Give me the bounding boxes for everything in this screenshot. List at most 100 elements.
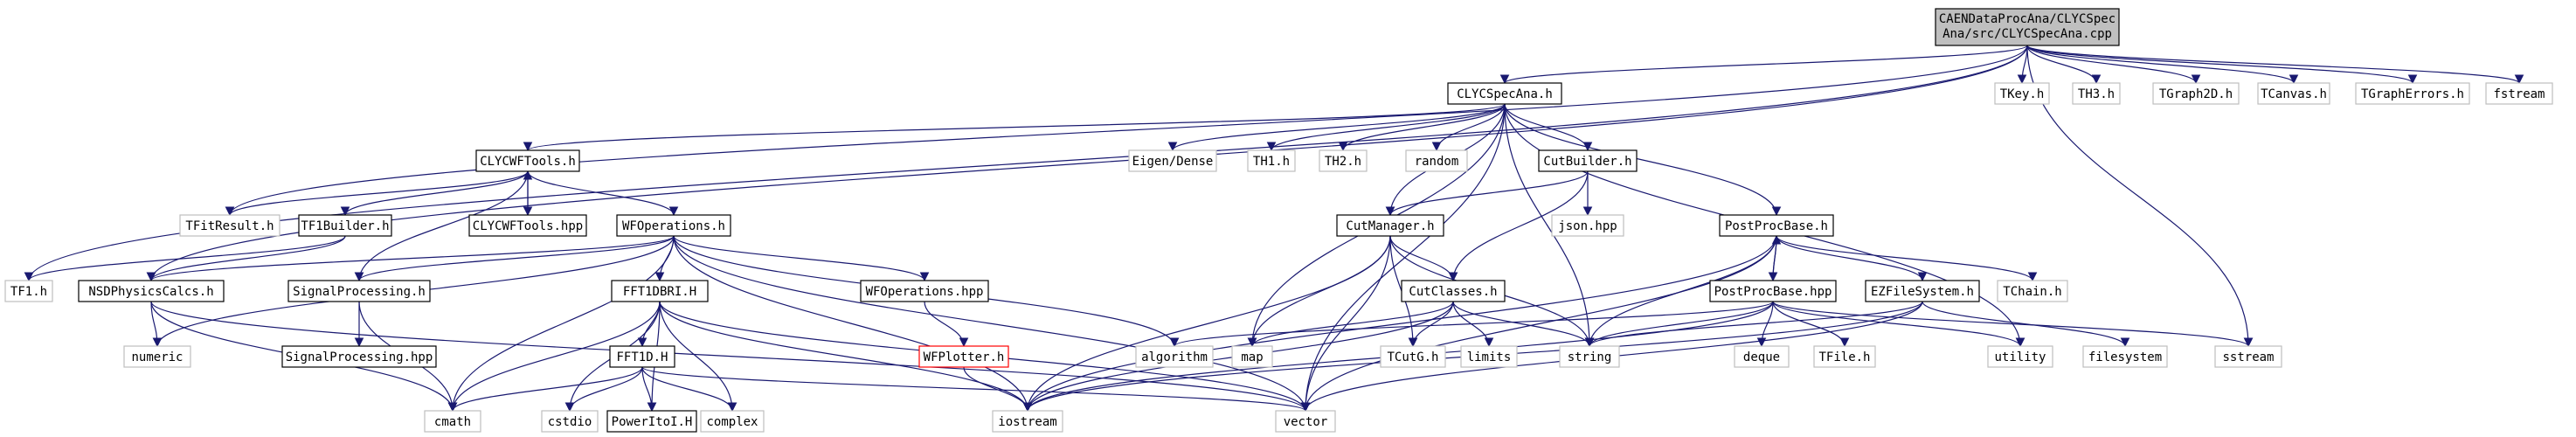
node-label: CLYCWFTools.h	[480, 155, 576, 169]
node-tfile-h[interactable]: TFile.h	[1813, 345, 1876, 368]
node-th2-h[interactable]: TH2.h	[1319, 149, 1368, 172]
include-edge-clycspecana_h-to-cutbuilder_h	[1504, 103, 1593, 152]
node-sstream[interactable]: sstream	[2214, 345, 2282, 368]
node-label: SignalProcessing.h	[293, 285, 426, 299]
node-label: TF1.h	[10, 285, 47, 299]
node-label: SignalProcessing.hpp	[286, 350, 433, 364]
node-map[interactable]: map	[1231, 345, 1273, 368]
node-tcanvas-h[interactable]: TCanvas.h	[2257, 82, 2330, 105]
include-edge-cutmanager_h-to-iostream	[1022, 235, 1391, 413]
node-clycspecana-h[interactable]: CLYCSpecAna.h	[1447, 82, 1562, 105]
node-numeric[interactable]: numeric	[123, 345, 191, 368]
node-tcutg-h[interactable]: TCutG.h	[1380, 345, 1446, 368]
node-tfitresult-h[interactable]: TFitResult.h	[179, 214, 280, 237]
node-tkey-h[interactable]: TKey.h	[1994, 82, 2050, 105]
node-box	[298, 214, 392, 237]
node-box	[2485, 82, 2553, 105]
include-edge-cutmanager_h-to-vector	[1300, 235, 1391, 413]
node-label: TGraph2D.h	[2159, 87, 2233, 101]
node-fstream[interactable]: fstream	[2485, 82, 2553, 105]
node-wfplotter-h[interactable]: WFPlotter.h	[918, 345, 1009, 368]
node-cutbuilder-h[interactable]: CutBuilder.h	[1538, 149, 1638, 172]
include-edge-clycwftools_h-to-tfitresult_h	[225, 170, 529, 217]
node-tgrapherrors-h[interactable]: TGraphErrors.h	[2355, 82, 2470, 105]
node-tf1-h[interactable]: TF1.h	[4, 280, 53, 302]
node-poweritoi-h[interactable]: PowerItoI.H	[606, 410, 697, 433]
node-box	[1319, 149, 1368, 172]
node-iostream[interactable]: iostream	[992, 410, 1063, 433]
include-edges	[24, 45, 2524, 413]
include-edge-fft1d_h-to-cstdio	[564, 366, 643, 413]
node-nsdphysicscalcs-h[interactable]: NSDPhysicsCalcs.h	[78, 280, 225, 302]
node-complex[interactable]: complex	[700, 410, 765, 433]
node-box	[1336, 214, 1444, 237]
include-edge-root-to-tgraph2d_h	[2026, 45, 2201, 85]
node-label: TH2.h	[1325, 155, 1361, 169]
node-label: FFT1DBRI.H	[623, 285, 696, 299]
node-signalprocessing-hpp[interactable]: SignalProcessing.hpp	[281, 345, 437, 368]
node-tchain-h[interactable]: TChain.h	[1997, 280, 2068, 302]
node-box	[2152, 82, 2240, 105]
node-label: TGraphErrors.h	[2361, 87, 2464, 101]
node-wfoperations-hpp[interactable]: WFOperations.hpp	[860, 280, 989, 302]
node-eigen-dense[interactable]: Eigen/Dense	[1128, 149, 1217, 172]
node-label: filesystem	[2088, 350, 2162, 364]
root-label-line1: CAENDataProcAna/CLYCSpec	[1939, 12, 2116, 26]
node-fft1d-h[interactable]: FFT1D.H	[609, 345, 675, 368]
node-ezfilesystem-h[interactable]: EZFileSystem.h	[1865, 280, 1980, 302]
node-label: TF1Builder.h	[301, 219, 389, 233]
node-vector[interactable]: vector	[1275, 410, 1336, 433]
include-edge-root-to-nsdphysicscalcs_h	[146, 45, 2028, 282]
node-label: PowerItoI.H	[612, 415, 693, 429]
node-box	[1997, 280, 2068, 302]
node-box	[1401, 280, 1506, 302]
include-edge-cutbuilder_h-to-cutmanager_h	[1385, 170, 1589, 217]
node-label: sstream	[2222, 350, 2274, 364]
node-deque[interactable]: deque	[1734, 345, 1790, 368]
node-string[interactable]: string	[1559, 345, 1620, 368]
node-box	[1987, 345, 2053, 368]
node-cstdio[interactable]: cstdio	[541, 410, 599, 433]
node-postprocbase-hpp[interactable]: PostProcBase.hpp	[1709, 280, 1837, 302]
node-wfoperations-h[interactable]: WFOperations.h	[616, 214, 731, 237]
node-limits[interactable]: limits	[1460, 345, 1518, 368]
node-cutmanager-h[interactable]: CutManager.h	[1336, 214, 1444, 237]
node-box	[1380, 345, 1446, 368]
node-clycwftools-h[interactable]: CLYCWFTools.h	[475, 149, 580, 172]
node-box	[4, 280, 53, 302]
include-edge-root-to-tkey_h	[2017, 45, 2028, 85]
include-edge-fft1d_h-to-complex	[641, 366, 737, 413]
include-edge-fft1dbri_h-to-iostream	[659, 301, 1033, 413]
node-label: string	[1568, 350, 1612, 364]
node-clycwftools-hpp[interactable]: CLYCWFTools.hpp	[468, 214, 587, 237]
node-algorithm[interactable]: algorithm	[1135, 345, 1214, 368]
node-label: cmath	[434, 415, 471, 429]
node-root[interactable]: CAENDataProcAna/CLYCSpecAna/src/CLYCSpec…	[1935, 8, 2120, 46]
node-random[interactable]: random	[1405, 149, 1468, 172]
node-postprocbase-h[interactable]: PostProcBase.h	[1719, 214, 1834, 237]
node-th3-h[interactable]: TH3.h	[2072, 82, 2121, 105]
node-cmath[interactable]: cmath	[424, 410, 481, 433]
node-tf1builder-h[interactable]: TF1Builder.h	[298, 214, 392, 237]
node-box	[2072, 82, 2121, 105]
node-label: TH3.h	[2078, 87, 2115, 101]
include-edge-cutclasses_h-to-string	[1452, 301, 1595, 348]
node-th1-h[interactable]: TH1.h	[1247, 149, 1296, 172]
node-label: iostream	[998, 415, 1056, 429]
node-signalprocessing-h[interactable]: SignalProcessing.h	[287, 280, 431, 302]
node-filesystem[interactable]: filesystem	[2082, 345, 2168, 368]
include-edge-postprocbase_hpp-to-utility	[1772, 301, 2025, 348]
node-tgraph2d-h[interactable]: TGraph2D.h	[2152, 82, 2240, 105]
node-cutclasses-h[interactable]: CutClasses.h	[1401, 280, 1506, 302]
node-box	[1719, 214, 1834, 237]
include-edge-root-to-th3_h	[2026, 45, 2102, 85]
include-edge-fft1d_h-to-vector	[641, 366, 1311, 413]
node-box	[1734, 345, 1790, 368]
node-box	[2214, 345, 2282, 368]
include-edge-postprocbase_h-to-tchain_h	[1776, 235, 2038, 282]
node-fft1dbri-h[interactable]: FFT1DBRI.H	[611, 280, 709, 302]
node-json-hpp[interactable]: json.hpp	[1551, 214, 1624, 237]
node-utility[interactable]: utility	[1987, 345, 2053, 368]
include-edge-root-to-tfitresult_h	[225, 45, 2028, 217]
